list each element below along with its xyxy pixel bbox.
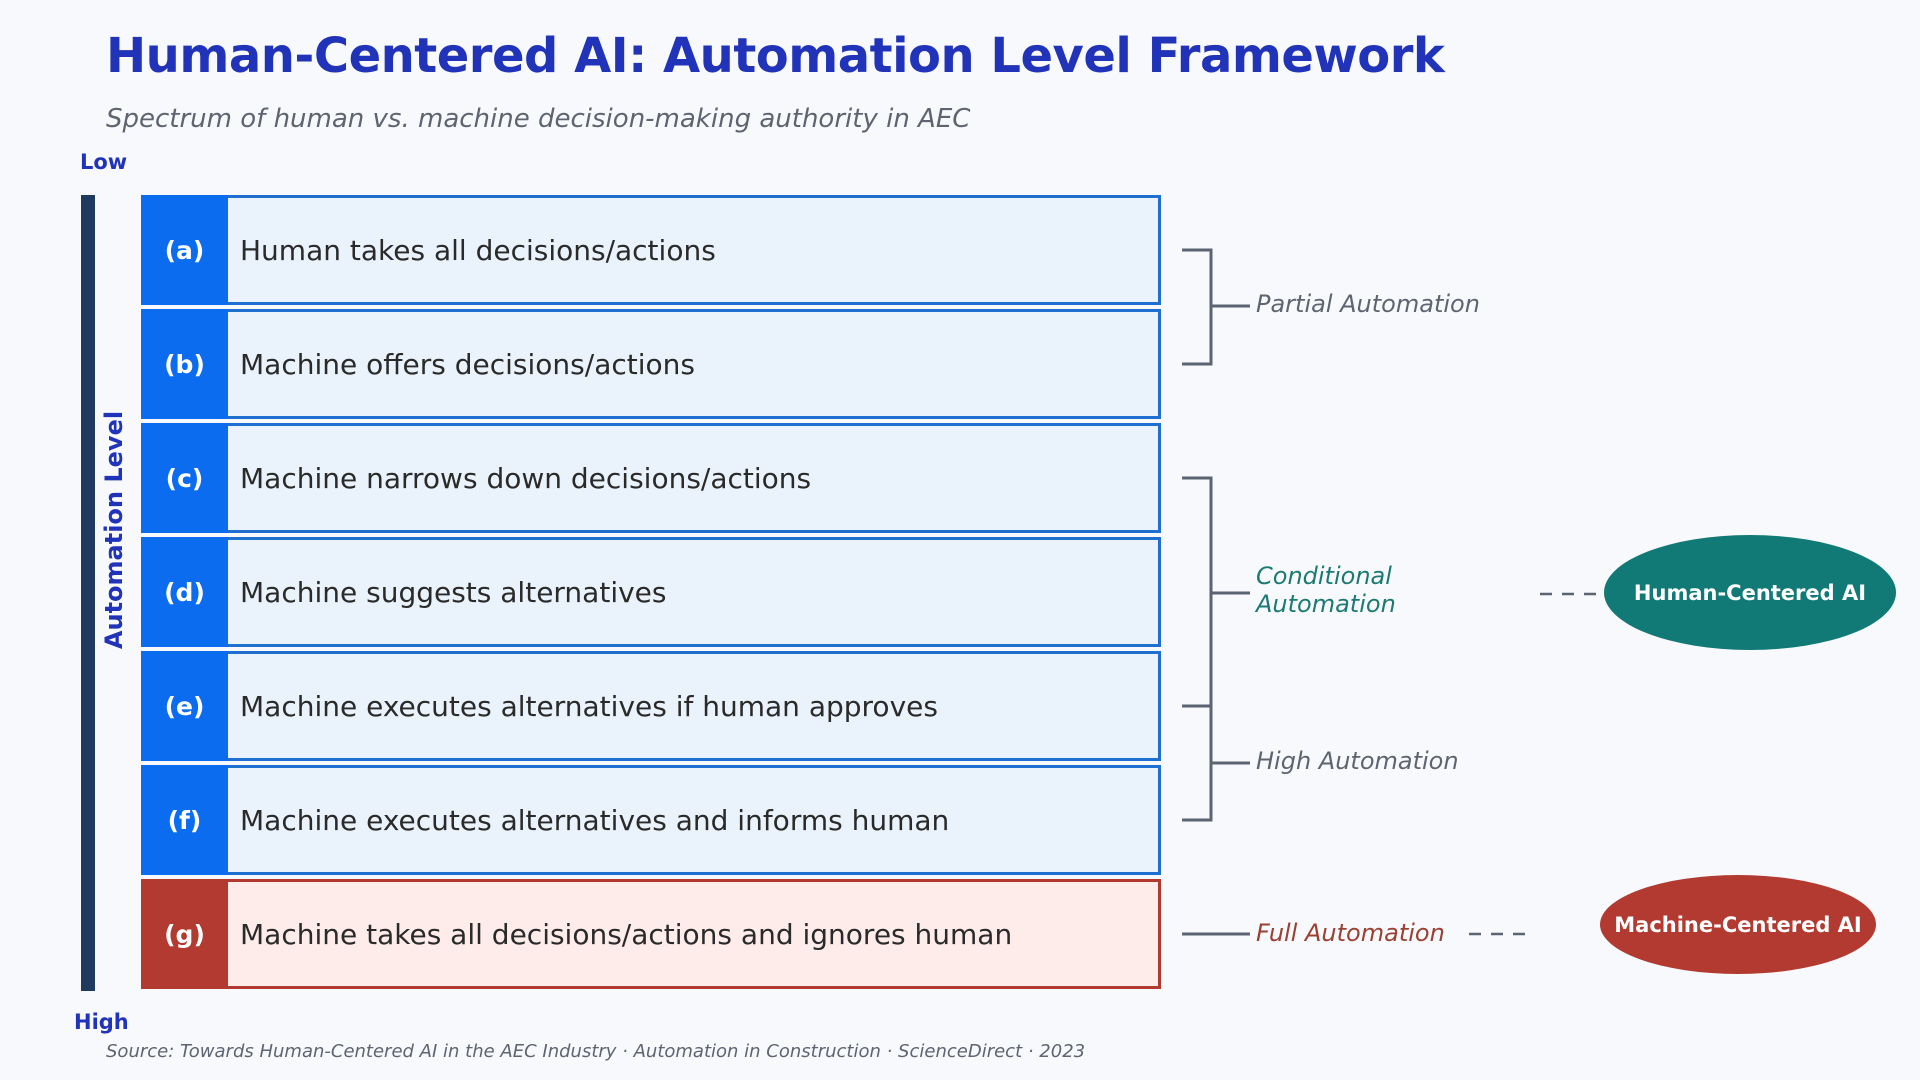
level-text-g: Machine takes all decisions/actions and … bbox=[240, 917, 1013, 951]
level-tag-g: (g) bbox=[141, 879, 228, 989]
conditional-automation-label: Conditional Automation bbox=[1256, 562, 1396, 618]
source-citation: Source: Towards Human-Centered AI in the… bbox=[106, 1041, 1086, 1062]
conditional-label-line-2: Automation bbox=[1256, 590, 1396, 618]
full-automation-label: Full Automation bbox=[1256, 919, 1445, 947]
level-tag-f: (f) bbox=[141, 765, 228, 875]
level-row-c: (c) Machine narrows down decisions/actio… bbox=[141, 423, 1161, 533]
level-tag-e: (e) bbox=[141, 651, 228, 761]
partial-automation-label: Partial Automation bbox=[1256, 290, 1480, 318]
page-title: Human-Centered AI: Automation Level Fram… bbox=[106, 28, 1445, 84]
level-row-g: (g) Machine takes all decisions/actions … bbox=[141, 879, 1161, 989]
level-row-e: (e) Machine executes alternatives if hum… bbox=[141, 651, 1161, 761]
conditional-label-line-1: Conditional bbox=[1256, 562, 1392, 590]
level-text-a: Human takes all decisions/actions bbox=[240, 233, 716, 267]
machine-centered-ai-label: Machine-Centered AI bbox=[1614, 912, 1862, 937]
level-tag-c: (c) bbox=[141, 423, 228, 533]
level-row-f: (f) Machine executes alternatives and in… bbox=[141, 765, 1161, 875]
level-text-b: Machine offers decisions/actions bbox=[240, 347, 695, 381]
level-row-d: (d) Machine suggests alternatives bbox=[141, 537, 1161, 647]
axis-high-label: High bbox=[74, 1010, 129, 1034]
high-automation-label: High Automation bbox=[1256, 747, 1459, 775]
human-centered-ai-label: Human-Centered AI bbox=[1633, 580, 1867, 605]
partial-automation-bracket bbox=[1182, 248, 1250, 366]
high-automation-bracket bbox=[1182, 704, 1250, 765]
automation-axis-bar bbox=[81, 195, 95, 991]
conditional-automation-bracket bbox=[1182, 476, 1250, 822]
level-text-f: Machine executes alternatives and inform… bbox=[240, 803, 950, 837]
machine-centered-ai-badge: Machine-Centered AI bbox=[1600, 875, 1876, 974]
level-tag-b: (b) bbox=[141, 309, 228, 419]
human-centered-ai-badge: Human-Centered AI bbox=[1604, 535, 1896, 650]
level-tag-a: (a) bbox=[141, 195, 228, 305]
level-text-d: Machine suggests alternatives bbox=[240, 575, 667, 609]
level-row-a: (a) Human takes all decisions/actions bbox=[141, 195, 1161, 305]
level-text-e: Machine executes alternatives if human a… bbox=[240, 689, 938, 723]
page-subtitle: Spectrum of human vs. machine decision-m… bbox=[106, 104, 971, 134]
level-row-b: (b) Machine offers decisions/actions bbox=[141, 309, 1161, 419]
axis-low-label: Low bbox=[80, 150, 128, 174]
level-text-c: Machine narrows down decisions/actions bbox=[240, 461, 812, 495]
level-tag-d: (d) bbox=[141, 537, 228, 647]
